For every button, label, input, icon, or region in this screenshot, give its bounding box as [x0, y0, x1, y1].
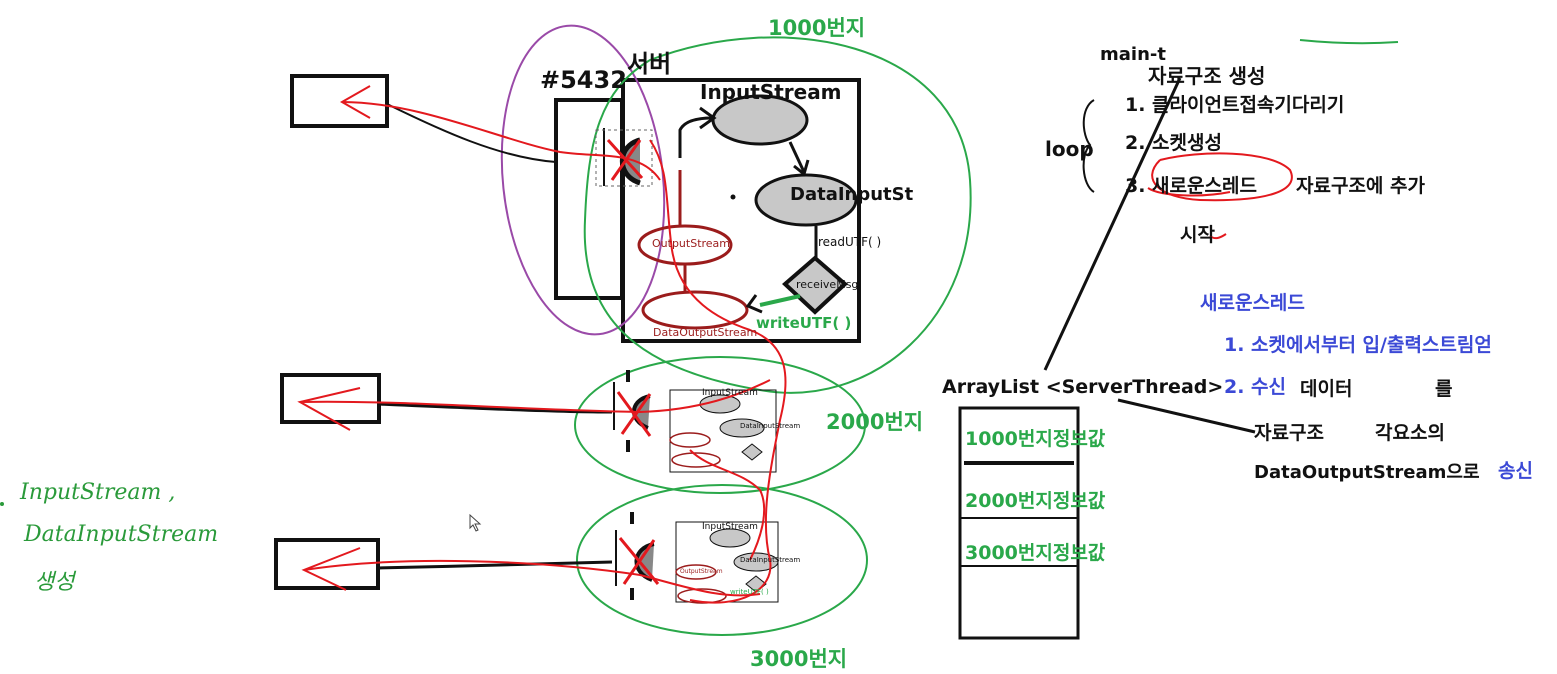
red-annotations: [297, 85, 787, 604]
new-thread-line-3b: 각요소의: [1375, 422, 1445, 444]
arraylist-cell-2: 2000번지정보값: [965, 490, 1106, 512]
mini-output-3: OutputStream: [680, 568, 723, 575]
client-box-3: [274, 538, 380, 590]
arraylist-cell-3: 3000번지정보값: [965, 542, 1106, 564]
create-data-structure-note: 자료구조 생성: [1148, 64, 1266, 88]
start-note: 시작: [1180, 224, 1215, 246]
dataoutputstream-label: DataOutputStream: [653, 326, 758, 339]
green-ellipse-1000: [583, 36, 972, 394]
writeutf-label: writeUTF( ): [756, 314, 852, 332]
mini-input-2: InputStream: [702, 388, 758, 398]
arraylist-label: ArrayList <ServerThread>: [942, 376, 1224, 398]
readutf-label: readUTF( ): [818, 235, 882, 249]
new-thread-line-4b: 송신: [1498, 460, 1533, 482]
arraylist-cell-1: 1000번지정보값: [965, 428, 1106, 450]
address-1000-label: 1000번지: [768, 16, 866, 40]
new-thread-step-2b: 데이터: [1300, 378, 1353, 400]
main-thread-label: main-t: [1100, 44, 1166, 65]
loop-label: loop: [1045, 137, 1094, 161]
receivemsg-diamond: [782, 255, 848, 315]
datainputstream-label: DataInputStrea: [790, 184, 914, 205]
server-label: 서버: [627, 50, 672, 78]
address-3000-label: 3000번지: [750, 647, 848, 671]
mini-input-3: InputStream: [702, 522, 758, 532]
server-port-label: #5432: [540, 66, 627, 94]
mouse-cursor: [469, 513, 482, 532]
handwritten-line-2: DataInputStream: [24, 522, 219, 547]
client-box-2: [280, 373, 381, 424]
inputstream-label: InputStream: [700, 80, 842, 104]
receivemsg-label: receiveMsg: [796, 278, 859, 291]
loop-step-3b: 자료구조에 추가: [1296, 175, 1425, 197]
new-thread-line-3a: 자료구조: [1254, 422, 1324, 444]
dataoutputstream-node: [641, 290, 749, 330]
mini-datainput-2: DataInputStream: [740, 422, 801, 430]
handwritten-line-3: 생성: [34, 570, 75, 595]
loop-step-1: 1. 클라이언트접속기다리기: [1125, 94, 1345, 116]
datainputstream-node: [754, 173, 858, 227]
client-box-1: [290, 74, 389, 128]
server-thread-box: [621, 78, 861, 343]
arraylist-table: [958, 406, 1080, 640]
green-stroke-top: [1299, 39, 1399, 45]
handwritten-line-1: InputStream ,: [20, 480, 176, 505]
new-thread-step-1: 1. 소켓에서부터 입/출력스트림얻: [1224, 334, 1492, 356]
green-ellipse-3000: [576, 484, 868, 636]
outputstream-label: OutputStream: [652, 237, 731, 250]
loop-step-2: 2. 소켓생성: [1125, 132, 1222, 154]
new-thread-line-4a: DataOutputStream으로: [1254, 462, 1480, 483]
green-ellipse-2000: [574, 356, 866, 494]
thread-2000-mini: [613, 370, 777, 473]
mini-datainput-3: DataInputStream: [740, 556, 801, 564]
loop-step-3a: 3. 새로운스레드: [1125, 175, 1257, 197]
new-thread-step-2c: 를: [1435, 378, 1453, 400]
mini-write-3: writeUTF( ): [730, 588, 769, 596]
new-thread-title: 새로운스레드: [1200, 292, 1305, 314]
address-2000-label: 2000번지: [826, 410, 924, 434]
new-thread-step-2a: 2. 수신: [1224, 376, 1287, 398]
